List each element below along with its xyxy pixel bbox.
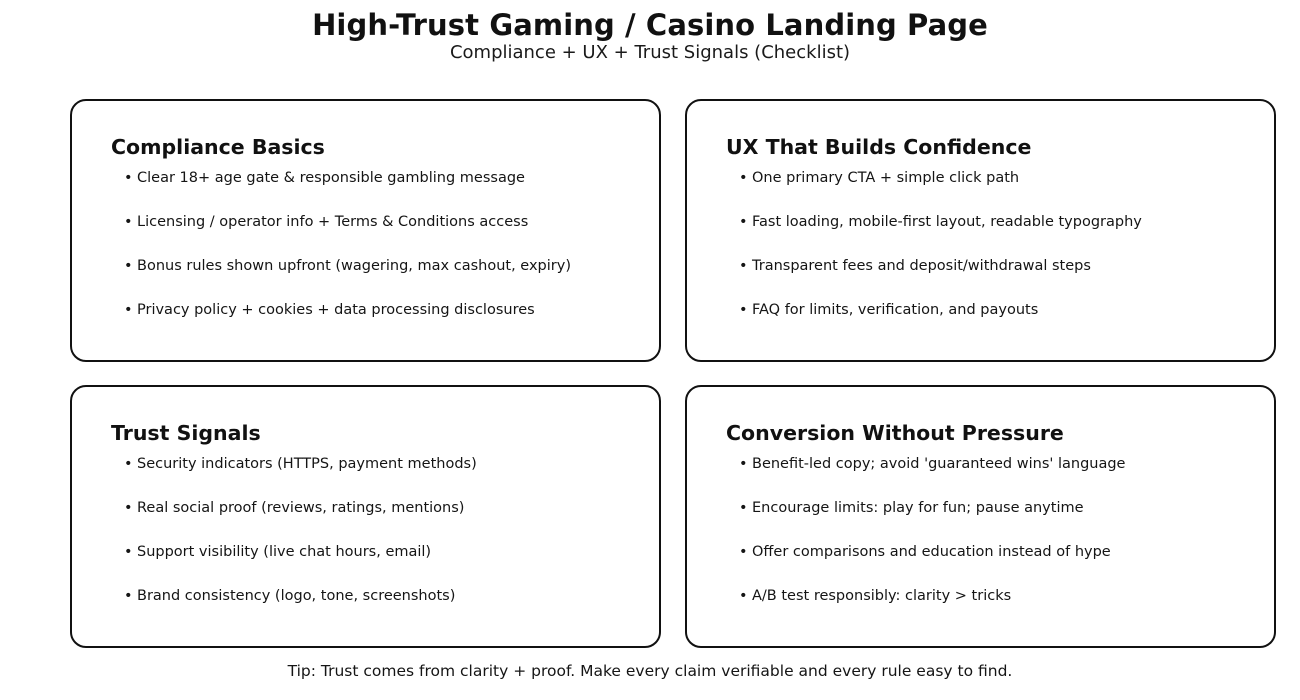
checklist-item-text: Licensing / operator info + Terms & Cond… bbox=[137, 214, 529, 230]
bullet-icon: • bbox=[124, 456, 133, 472]
checklist-item: •Real social proof (reviews, ratings, me… bbox=[124, 499, 477, 543]
checklist-item: •Privacy policy + cookies + data process… bbox=[124, 301, 571, 345]
checklist-item: •One primary CTA + simple click path bbox=[739, 169, 1142, 213]
checklist-item-text: Real social proof (reviews, ratings, men… bbox=[137, 500, 465, 516]
card-title: Compliance Basics bbox=[111, 135, 325, 159]
card-compliance-basics: Compliance Basics •Clear 18+ age gate & … bbox=[70, 99, 661, 362]
checklist: •Clear 18+ age gate & responsible gambli… bbox=[124, 169, 571, 345]
checklist-item-text: Brand consistency (logo, tone, screensho… bbox=[137, 588, 456, 604]
checklist-item-text: Support visibility (live chat hours, ema… bbox=[137, 544, 432, 560]
checklist-item-text: Offer comparisons and education instead … bbox=[752, 544, 1111, 560]
checklist-item-text: One primary CTA + simple click path bbox=[752, 170, 1020, 186]
checklist-item: •Fast loading, mobile-first layout, read… bbox=[739, 213, 1142, 257]
checklist-item: •Brand consistency (logo, tone, screensh… bbox=[124, 587, 477, 631]
card-trust-signals: Trust Signals •Security indicators (HTTP… bbox=[70, 385, 661, 648]
card-conversion-without-pressure: Conversion Without Pressure •Benefit-led… bbox=[685, 385, 1276, 648]
bullet-icon: • bbox=[124, 500, 133, 516]
checklist-item: •Transparent fees and deposit/withdrawal… bbox=[739, 257, 1142, 301]
card-ux-confidence: UX That Builds Confidence •One primary C… bbox=[685, 99, 1276, 362]
bullet-icon: • bbox=[739, 302, 748, 318]
bullet-icon: • bbox=[739, 500, 748, 516]
checklist-item-text: Encourage limits: play for fun; pause an… bbox=[752, 500, 1084, 516]
footer-tip: Tip: Trust comes from clarity + proof. M… bbox=[287, 662, 1013, 680]
checklist-item-text: FAQ for limits, verification, and payout… bbox=[752, 302, 1039, 318]
checklist-item: •Support visibility (live chat hours, em… bbox=[124, 543, 477, 587]
checklist-item: •FAQ for limits, verification, and payou… bbox=[739, 301, 1142, 345]
checklist-item-text: Privacy policy + cookies + data processi… bbox=[137, 302, 535, 318]
checklist-item: •Licensing / operator info + Terms & Con… bbox=[124, 213, 571, 257]
bullet-icon: • bbox=[124, 588, 133, 604]
checklist: •Security indicators (HTTPS, payment met… bbox=[124, 455, 477, 631]
checklist: •Benefit-led copy; avoid 'guaranteed win… bbox=[739, 455, 1125, 631]
page-title: High-Trust Gaming / Casino Landing Page bbox=[312, 8, 988, 42]
card-title: UX That Builds Confidence bbox=[726, 135, 1032, 159]
checklist-item: •Bonus rules shown upfront (wagering, ma… bbox=[124, 257, 571, 301]
checklist-item-text: Transparent fees and deposit/withdrawal … bbox=[752, 258, 1091, 274]
checklist-item-text: Security indicators (HTTPS, payment meth… bbox=[137, 456, 477, 472]
checklist-item-text: Fast loading, mobile-first layout, reada… bbox=[752, 214, 1142, 230]
bullet-icon: • bbox=[739, 544, 748, 560]
bullet-icon: • bbox=[739, 170, 748, 186]
bullet-icon: • bbox=[739, 588, 748, 604]
bullet-icon: • bbox=[124, 214, 133, 230]
bullet-icon: • bbox=[124, 258, 133, 274]
checklist-item-text: A/B test responsibly: clarity > tricks bbox=[752, 588, 1012, 604]
bullet-icon: • bbox=[739, 456, 748, 472]
bullet-icon: • bbox=[739, 258, 748, 274]
checklist-item: •Security indicators (HTTPS, payment met… bbox=[124, 455, 477, 499]
card-title: Conversion Without Pressure bbox=[726, 421, 1064, 445]
checklist: •One primary CTA + simple click path •Fa… bbox=[739, 169, 1142, 345]
bullet-icon: • bbox=[124, 544, 133, 560]
checklist-item-text: Clear 18+ age gate & responsible gamblin… bbox=[137, 170, 525, 186]
bullet-icon: • bbox=[124, 302, 133, 318]
checklist-item: •Benefit-led copy; avoid 'guaranteed win… bbox=[739, 455, 1125, 499]
bullet-icon: • bbox=[124, 170, 133, 186]
checklist-item-text: Bonus rules shown upfront (wagering, max… bbox=[137, 258, 571, 274]
bullet-icon: • bbox=[739, 214, 748, 230]
checklist-item: •Clear 18+ age gate & responsible gambli… bbox=[124, 169, 571, 213]
card-title: Trust Signals bbox=[111, 421, 261, 445]
checklist-item: •A/B test responsibly: clarity > tricks bbox=[739, 587, 1125, 631]
page-subtitle: Compliance + UX + Trust Signals (Checkli… bbox=[449, 42, 851, 63]
checklist-item-text: Benefit-led copy; avoid 'guaranteed wins… bbox=[752, 456, 1126, 472]
checklist-item: •Encourage limits: play for fun; pause a… bbox=[739, 499, 1125, 543]
checklist-item: •Offer comparisons and education instead… bbox=[739, 543, 1125, 587]
